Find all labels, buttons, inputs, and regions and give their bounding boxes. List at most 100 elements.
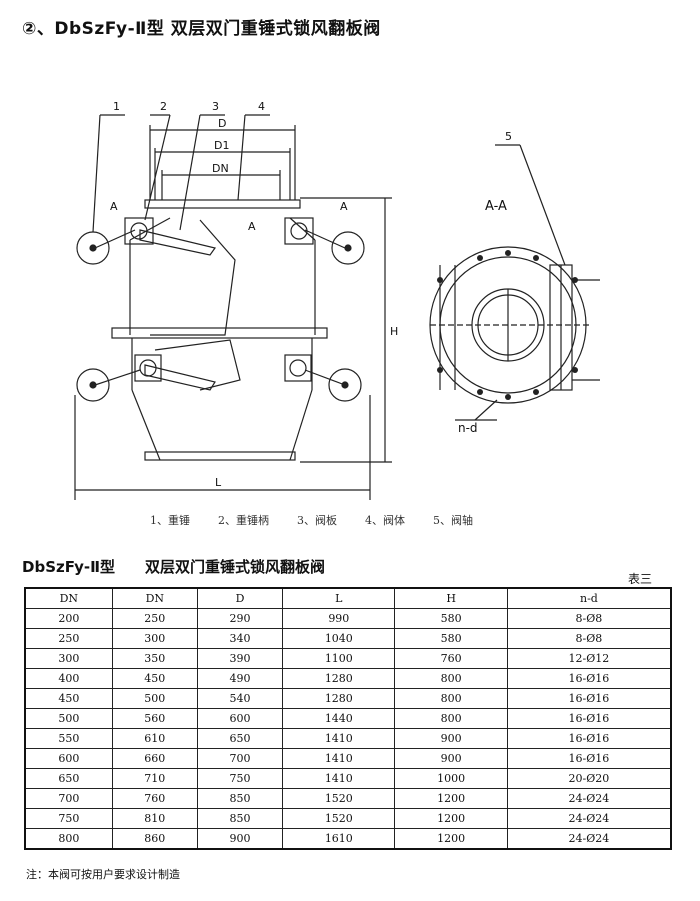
table-cell: 850	[196, 808, 284, 829]
table-cell: 760	[394, 648, 508, 669]
table-cell: 800	[394, 688, 508, 709]
table-cell: 1520	[282, 808, 396, 829]
legend-item: 3、阀板	[297, 514, 337, 527]
dim-dn: DN	[212, 162, 229, 175]
counterweight-lower-left	[76, 368, 110, 402]
table-cell: 550	[24, 728, 113, 749]
section-mark-left: A	[110, 200, 118, 213]
table-cell: 1280	[282, 668, 396, 689]
table-cell: 1520	[282, 788, 396, 809]
drawing-svg: 1 2 3 4 5 D D1 DN H L A A A A-A n-d	[74, 100, 600, 500]
table-cell: 700	[24, 788, 113, 809]
table-title-model: DbSzFy-Ⅱ型	[22, 558, 116, 576]
section-mark-right: A	[340, 200, 348, 213]
header-cell: DN	[24, 587, 113, 609]
legend-item: 1、重锤	[150, 514, 190, 527]
table-number: 表三	[628, 572, 653, 586]
table-cell: 16-Ø16	[506, 748, 672, 769]
table-cell: 1610	[282, 828, 396, 850]
table-cell: 540	[196, 688, 284, 709]
callout-5: 5	[505, 130, 512, 143]
table-cell: 700	[196, 748, 284, 769]
table-cell: 300	[24, 648, 113, 669]
table-cell: 800	[394, 668, 508, 689]
table-cell: 1200	[394, 828, 508, 850]
counterweight-upper-right	[331, 231, 365, 265]
dim-d: D	[218, 117, 226, 130]
table-cell: 500	[24, 708, 113, 729]
legend-item: 2、重锤柄	[218, 514, 269, 527]
dim-d1: D1	[214, 139, 229, 152]
table-cell: 560	[111, 708, 198, 729]
table-cell: 490	[196, 668, 284, 689]
table-cell: 900	[196, 828, 284, 850]
table-cell: 900	[394, 748, 508, 769]
parts-legend: 1、重锤 2、重锤柄 3、阀板 4、阀体 5、阀轴	[150, 512, 473, 528]
table-cell: 16-Ø16	[506, 688, 672, 709]
table-cell: 800	[24, 828, 113, 850]
callout-1: 1	[113, 100, 120, 113]
table-cell: 8-Ø8	[506, 628, 672, 649]
table-cell: 290	[196, 608, 284, 629]
table-cell: 900	[394, 728, 508, 749]
table-title-name: 双层双门重锤式锁风翻板阀	[145, 558, 326, 576]
table-cell: 340	[196, 628, 284, 649]
header-cell: DN	[111, 587, 198, 609]
table-cell: 12-Ø12	[506, 648, 672, 669]
table-cell: 610	[111, 728, 198, 749]
callout-3: 3	[212, 100, 219, 113]
footnote: 注：本阀可按用户要求设计制造	[26, 868, 180, 881]
table-cell: 350	[111, 648, 198, 669]
table-cell: 1040	[282, 628, 396, 649]
table-cell: 810	[111, 808, 198, 829]
table-cell: 500	[111, 688, 198, 709]
lower-flap-plate	[144, 364, 216, 391]
table-cell: 1410	[282, 748, 396, 769]
table-cell: 1440	[282, 708, 396, 729]
dim-h: H	[390, 325, 398, 338]
middle-flange	[111, 327, 328, 339]
table-cell: 1200	[394, 788, 508, 809]
table-cell: 16-Ø16	[506, 668, 672, 689]
table-cell: 24-Ø24	[506, 788, 672, 809]
table-cell: 600	[24, 748, 113, 769]
table-cell: 580	[394, 608, 508, 629]
table-cell: 200	[24, 608, 113, 629]
header-cell: n-d	[506, 587, 672, 609]
table-cell: 650	[24, 768, 113, 789]
table-cell: 1100	[282, 648, 396, 669]
table-cell: 390	[196, 648, 284, 669]
counterweight-lower-right	[328, 368, 362, 402]
legend-item: 5、阀轴	[433, 514, 473, 527]
header-cell: D	[196, 587, 284, 609]
page-heading: ②、DbSzFy-Ⅱ型 双层双门重锤式锁风翻板阀	[22, 19, 381, 39]
bolt-label: n-d	[458, 421, 478, 435]
table-cell: 450	[24, 688, 113, 709]
table-cell: 16-Ø16	[506, 728, 672, 749]
table-cell: 24-Ø24	[506, 808, 672, 829]
header-cell: L	[282, 587, 396, 609]
table-cell: 860	[111, 828, 198, 850]
dim-l: L	[215, 476, 222, 489]
table-cell: 1000	[394, 768, 508, 789]
table-cell: 1280	[282, 688, 396, 709]
table-cell: 750	[24, 808, 113, 829]
top-flange	[144, 199, 301, 209]
callout-4: 4	[258, 100, 265, 113]
section-title: A-A	[485, 199, 507, 214]
table-cell: 650	[196, 728, 284, 749]
table-cell: 990	[282, 608, 396, 629]
